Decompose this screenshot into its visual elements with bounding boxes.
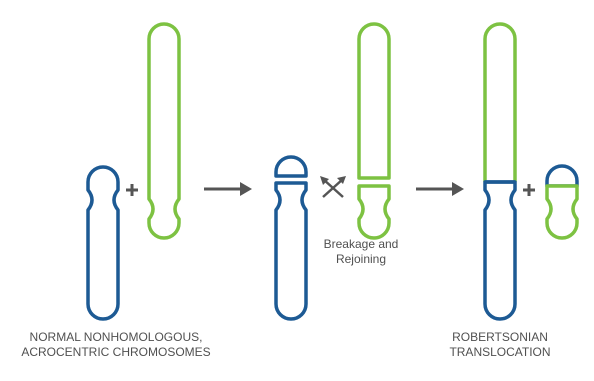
caption-line: NORMAL NONHOMOLOGOUS, [29,330,203,344]
plus-icon [523,184,535,196]
green-chromosome-long-arm-fragment [357,22,391,180]
right-arrow-icon [204,182,252,196]
blue-chromosome-short-arm-fragment [274,155,308,178]
caption-breakage: Breakage and Rejoining [305,237,417,267]
plus-icon [126,184,138,196]
green-chromosome-short-arm-fragment [357,184,391,240]
caption-line: Rejoining [335,252,387,266]
caption-line: TRANSLOCATION [449,345,551,359]
fused-chromosome-green-part [483,22,517,182]
stage-breakage [274,22,391,321]
small-chromosome-green-part [545,184,579,240]
stage-normal [86,22,181,321]
green-acrocentric-chromosome [147,22,181,240]
crossed-arrows-icon [320,176,346,198]
right-arrow-icon [416,182,464,196]
blue-chromosome-long-arm-fragment [274,181,308,321]
stage-translocation [483,22,579,321]
caption-line: ROBERTSONIAN [452,330,548,344]
caption-line: Breakage and [323,237,399,251]
caption-normal-chromosomes: NORMAL NONHOMOLOGOUS, ACROCENTRIC CHROMO… [6,330,226,360]
small-chromosome-blue-part [545,164,579,188]
caption-robertsonian-translocation: ROBERTSONIAN TRANSLOCATION [430,330,570,360]
caption-line: ACROCENTRIC CHROMOSOMES [21,345,211,359]
fused-chromosome-blue-part [483,180,517,321]
blue-acrocentric-chromosome [86,165,120,321]
